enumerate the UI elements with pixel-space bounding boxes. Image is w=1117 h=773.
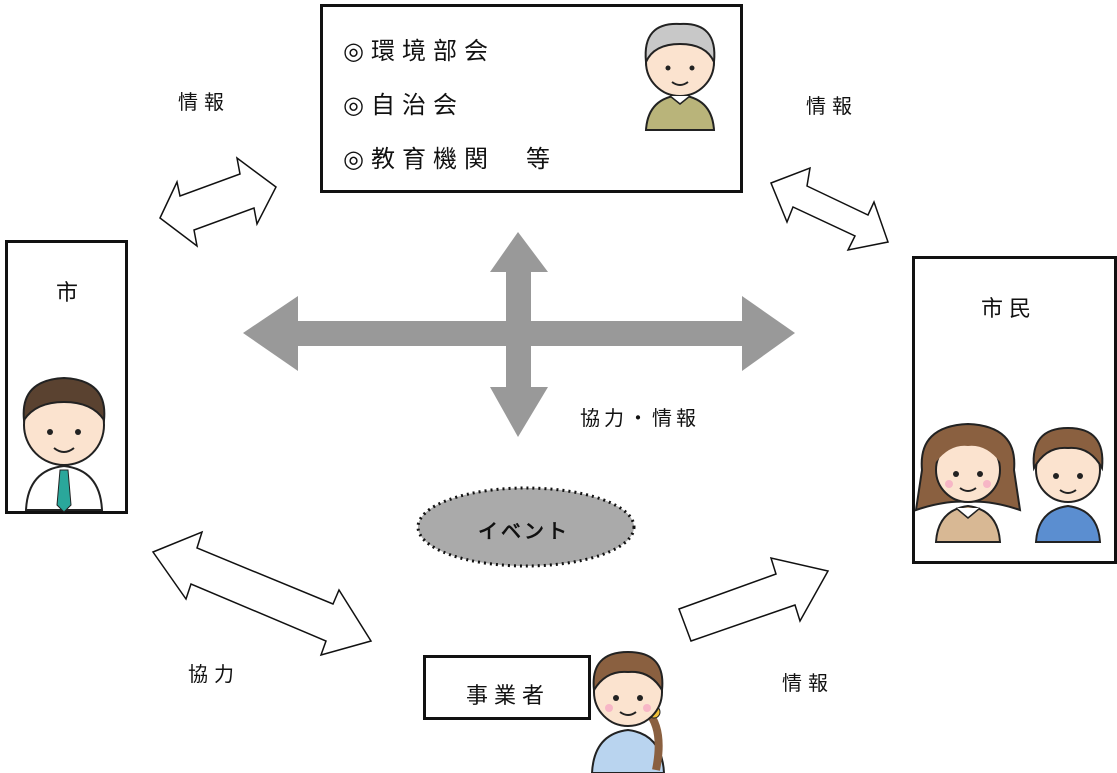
flow-label-top-left: 情報 [178,90,230,114]
citizens-label: 市民 [981,297,1038,322]
event-ellipse [416,486,636,568]
flow-label-top-right: 情報 [806,94,858,118]
double-arrow-city-org [159,156,277,248]
double-arrow-org-citizens [770,166,889,252]
business-box: 事業者 [423,655,591,720]
flow-label-bottom-left: 協力 [188,662,240,686]
business-label: 事業者 [466,684,551,709]
city-staff-illustration [22,376,106,513]
citizens-box: 市民 [912,256,1117,564]
business-woman-illustration [590,650,666,773]
flow-label-center: 協力・情報 [580,406,700,430]
org-line-residents-association: ◎自治会 [343,91,464,119]
center-cross-arrow [243,232,795,437]
girl-illustration [914,422,1022,543]
city-box: 市 [5,240,128,514]
elderly-person-illustration [644,22,716,131]
flow-label-bottom-right: 情報 [782,671,834,695]
double-arrow-city-business [151,530,373,657]
org-line-environment: ◎環境部会 [343,37,495,65]
boy-illustration [1032,426,1104,543]
event-label: イベント [478,519,570,543]
city-label: 市 [56,281,85,306]
arrow-business-citizens [678,556,830,642]
org-line-education: ◎教育機関 等 [343,145,557,173]
